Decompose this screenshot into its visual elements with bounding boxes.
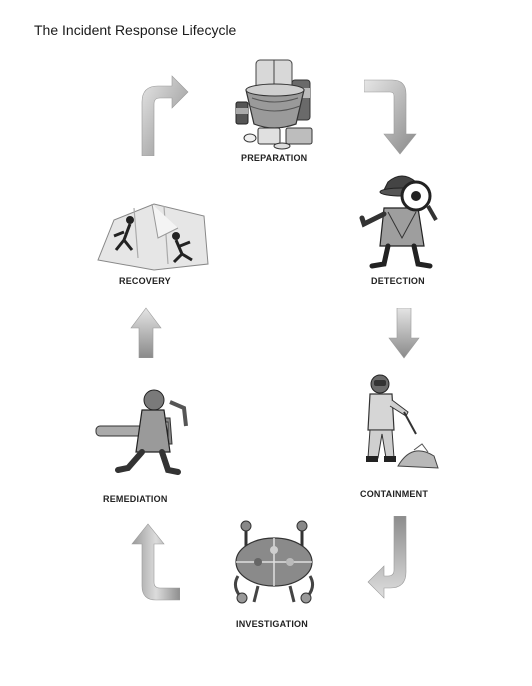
bent-arrow-left-up-icon [131, 523, 180, 601]
arrow-up-icon [130, 307, 162, 358]
stage-label-preparation: PREPARATION [241, 153, 308, 163]
detective-magnifier-icon [359, 175, 438, 269]
bent-arrow-right-down-icon [364, 79, 417, 155]
puzzle-climbers-icon [97, 203, 209, 271]
stage-label-recovery: RECOVERY [119, 276, 171, 286]
puzzle-team-icon [233, 520, 315, 604]
page-title: The Incident Response Lifecycle [34, 22, 237, 38]
plumber-wrench-icon [95, 389, 188, 475]
stage-label-containment: CONTAINMENT [360, 489, 429, 499]
hazmat-suit-icon [366, 374, 439, 469]
arrow-down-icon [388, 308, 420, 359]
bent-arrow-down-left-icon [367, 516, 407, 599]
stage-label-detection: DETECTION [371, 276, 425, 286]
kitchen-supplies-icon [235, 59, 313, 150]
stage-label-remediation: REMEDIATION [103, 494, 168, 504]
bent-arrow-up-right-icon [141, 75, 189, 156]
stage-label-investigation: INVESTIGATION [236, 619, 308, 629]
